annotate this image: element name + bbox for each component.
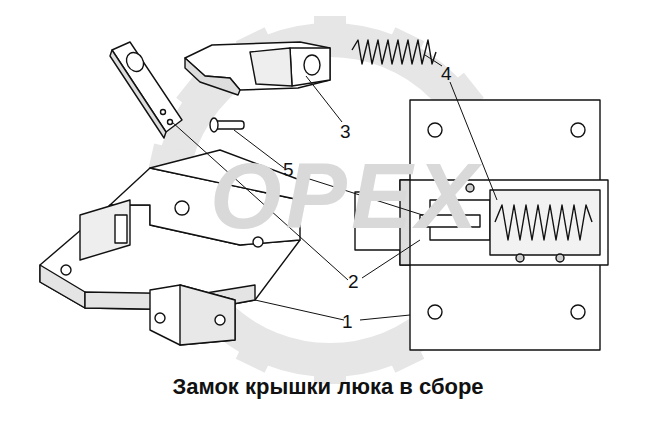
watermark: OPEX <box>210 150 482 242</box>
callout-number: 3 <box>340 122 351 141</box>
lock-plate <box>110 42 182 138</box>
gear-tooth <box>236 332 278 373</box>
spring <box>352 40 436 64</box>
latch-block <box>185 42 330 95</box>
caption: Замок крышки люка в сборе <box>0 374 656 400</box>
callout-number: 2 <box>348 272 359 291</box>
pin <box>210 118 244 132</box>
callout-number: 4 <box>441 64 452 83</box>
callout-number: 1 <box>342 312 353 331</box>
gear-tooth <box>314 16 346 46</box>
leader-lines <box>172 55 497 320</box>
